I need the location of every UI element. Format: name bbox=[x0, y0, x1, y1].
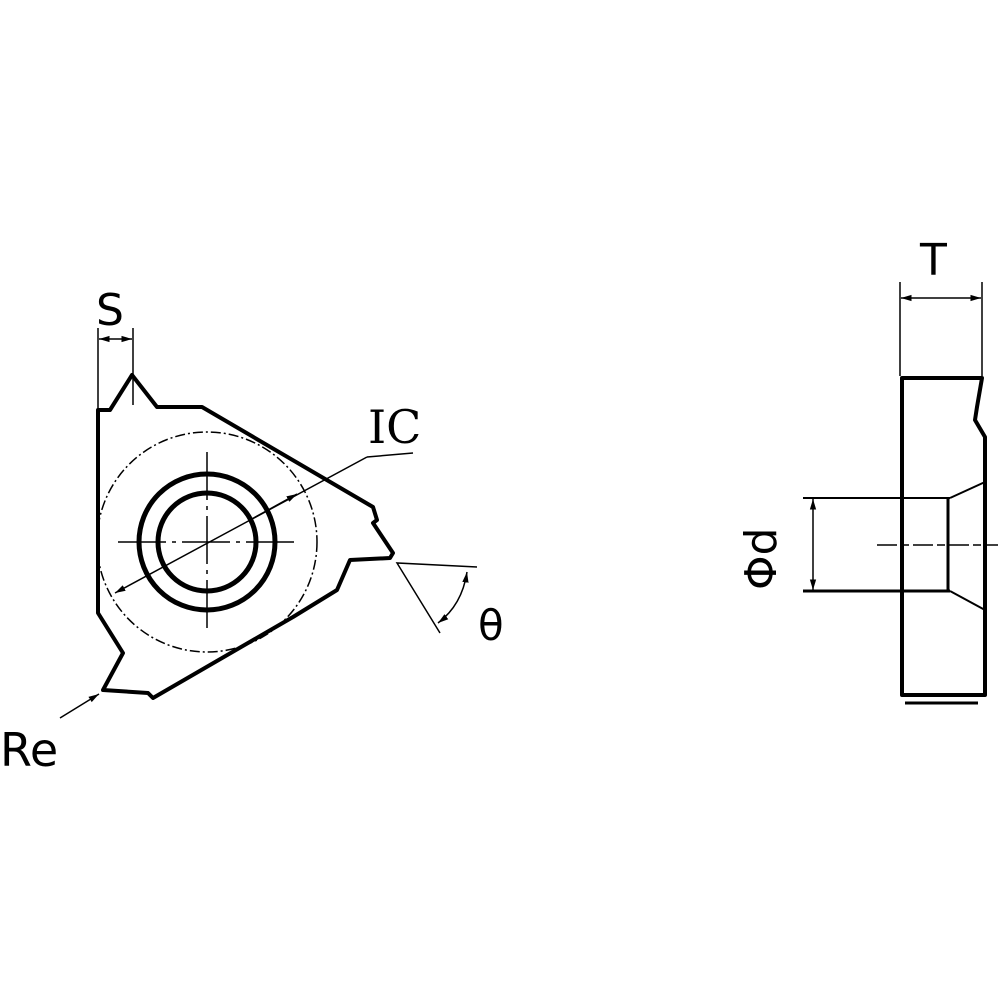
countersink-top bbox=[949, 481, 986, 499]
label-s: S bbox=[96, 285, 124, 336]
insert-side-view bbox=[803, 282, 998, 705]
insert-top-view bbox=[59, 328, 478, 719]
ic-dimension-line bbox=[114, 456, 368, 594]
label-phi-d: Φd bbox=[736, 527, 787, 590]
theta-arc bbox=[437, 571, 469, 624]
label-theta: θ bbox=[478, 601, 504, 650]
label-t: T bbox=[919, 235, 947, 286]
ic-leader bbox=[366, 452, 414, 458]
countersink-bottom bbox=[949, 590, 986, 611]
label-re: Re bbox=[0, 723, 58, 777]
re-leader bbox=[59, 693, 100, 719]
label-ic: IC bbox=[368, 400, 421, 454]
inscribed-circle bbox=[96, 431, 318, 653]
ic-arrow-top bbox=[249, 493, 298, 521]
insert-outline bbox=[96, 373, 395, 700]
side-outline bbox=[900, 376, 987, 697]
theta-angle-lines bbox=[395, 562, 478, 634]
